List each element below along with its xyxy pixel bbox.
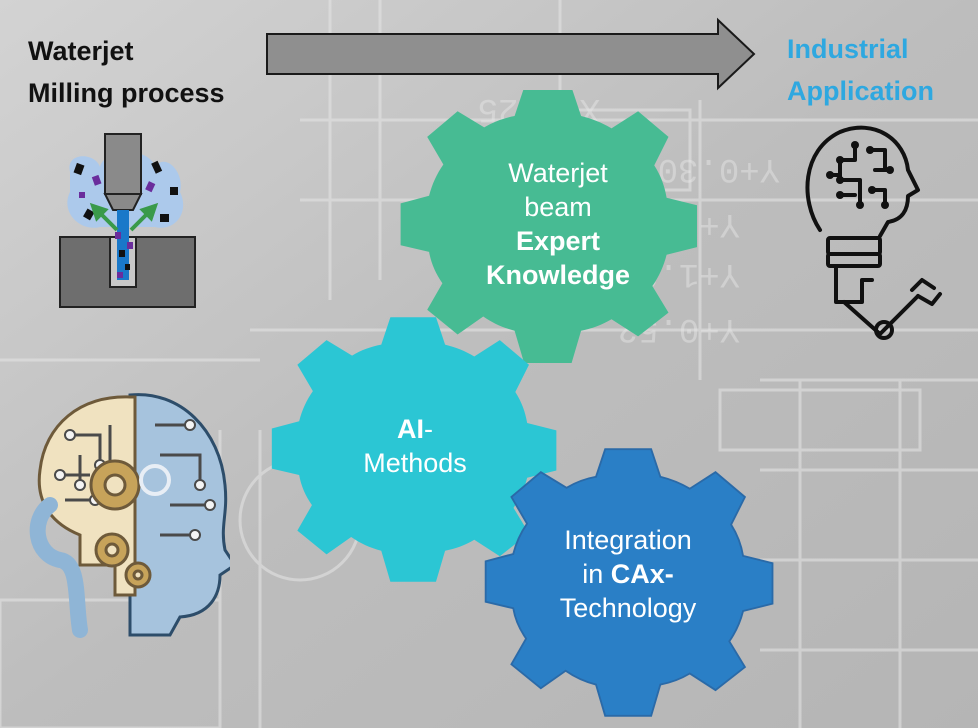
gear-expert-line3: Expert [448,224,668,258]
gear-ai-label: AI- Methods [315,412,515,480]
application-title-line2: Application [787,76,934,106]
gear-cax-bold: CAx- [610,559,674,589]
waterjet-nozzle-icon [59,133,196,308]
gear-ai-hyphen: - [424,414,433,444]
gear-expert-label: Waterjet beam Expert Knowledge [448,156,668,292]
gear-cax-integration [484,448,774,717]
gear-expert-knowledge [400,90,698,364]
gear-expert-line1: Waterjet [508,158,608,188]
gear-expert-bold1: Expert [515,226,601,256]
gear-cax-line1: Integration [564,525,692,555]
process-title-line2: Milling process [28,78,225,108]
ai-brain-head-icon [29,393,230,638]
gear-cax-label: Integration in CAx- Technology [518,523,738,625]
robot-head-arm-icon [805,125,942,340]
gear-ai-methods [271,317,557,582]
process-title-line1: Waterjet [28,36,134,66]
process-arrow [266,17,756,91]
gear-ai-bold: AI [397,414,424,444]
gear-cax-line2: in CAx- [518,557,738,591]
gear-cax-in: in [582,559,611,589]
application-title-line1: Industrial [787,34,909,64]
gear-cax-line3: Technology [559,593,697,623]
process-title: Waterjet Milling process [28,30,225,114]
gear-expert-shape [400,90,698,364]
gear-ai-line1: AI- [315,412,515,446]
gear-expert-bold2: Knowledge [485,260,630,290]
gear-expert-line2: beam [524,192,592,222]
gear-expert-line4: Knowledge [448,258,668,292]
gear-ai-line2: Methods [363,448,467,478]
application-title: Industrial Application [787,28,934,112]
svg-text:Y+0.30: Y+0.30 [658,149,780,187]
